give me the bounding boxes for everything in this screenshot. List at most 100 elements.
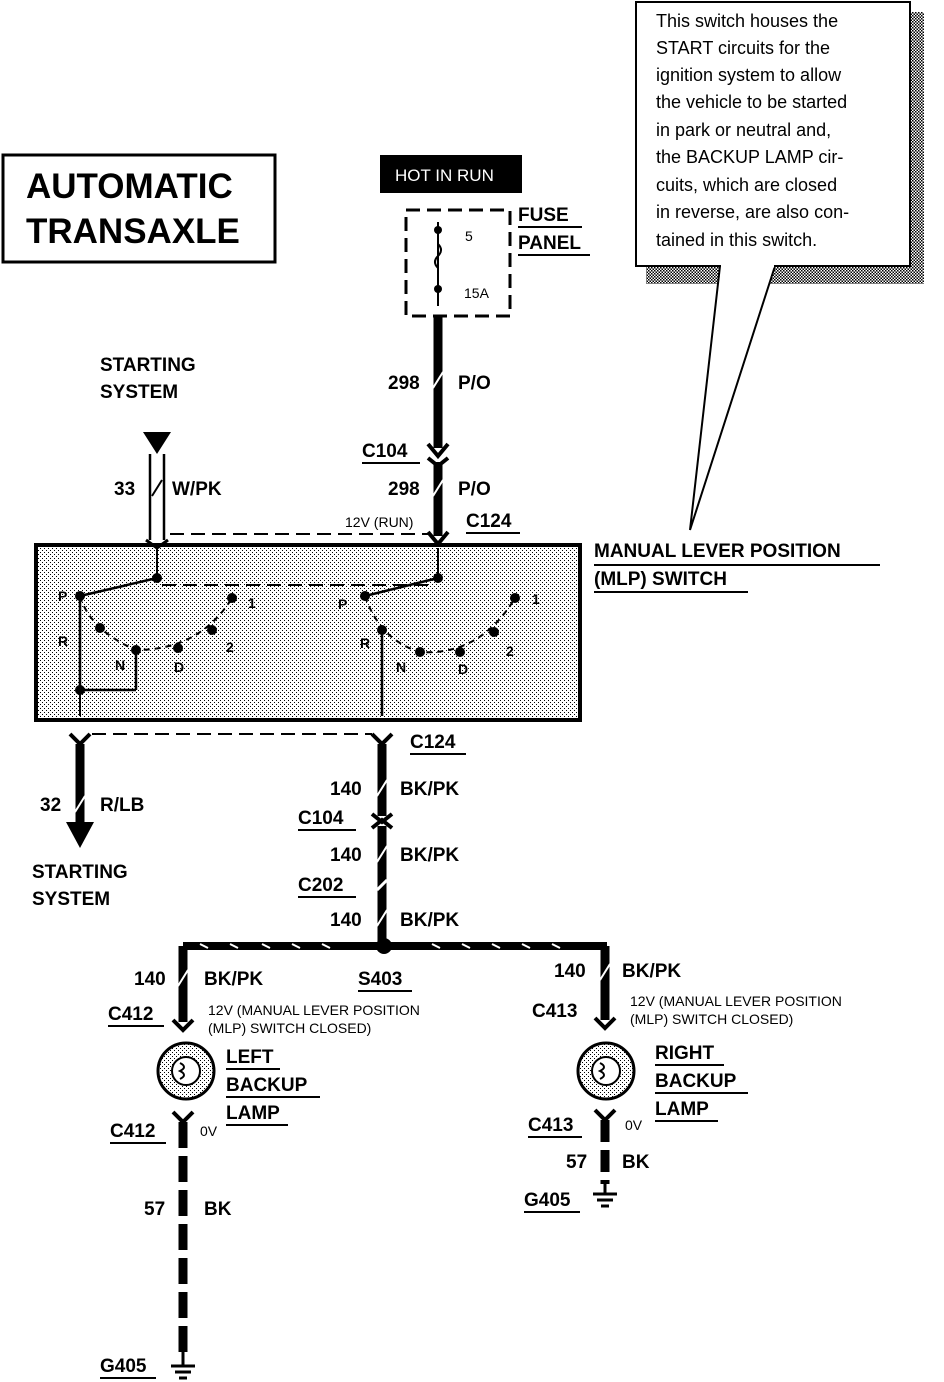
run-voltage: 12V (RUN) [345, 514, 413, 530]
right-0v: 0V [625, 1117, 643, 1133]
right-pos-2: 2 [506, 643, 514, 659]
left-pos-n: N [115, 657, 125, 673]
right-pos-r: R [360, 635, 370, 651]
left-pos-d: D [174, 659, 184, 675]
c413-bottom-connector-icon [593, 1108, 617, 1123]
callout-line-7: cuits, which are closed [656, 175, 837, 195]
left-backup-lamp-icon [156, 1041, 216, 1101]
c124-bottom-connector-icon [370, 732, 394, 747]
wire-140-num-d: 140 [134, 969, 166, 990]
title-line-2: TRANSAXLE [26, 212, 240, 251]
wire-140-num-e: 140 [554, 961, 586, 982]
wire-298-color-b: P/O [458, 479, 491, 500]
wire-33-num: 33 [114, 479, 135, 500]
fuse-panel-label-1: FUSE [518, 205, 569, 226]
starting-system-output-arrow-icon [66, 822, 94, 848]
callout-box: This switch houses the START circuits fo… [635, 1, 924, 531]
wire-32-num: 32 [40, 795, 61, 816]
right-pos-d: D [458, 661, 468, 677]
c412-top-label: C412 [108, 1004, 153, 1025]
c413-bottom-label: C413 [528, 1115, 573, 1136]
callout-line-2: START circuits for the [656, 38, 830, 58]
right-voltage-2: (MLP) SWITCH CLOSED) [630, 1011, 793, 1027]
wire-140-color-b: BK/PK [400, 845, 459, 866]
wire-140-color-c: BK/PK [400, 910, 459, 931]
wire-33-color: W/PK [172, 479, 222, 500]
right-lamp-branch: 140 BK/PK C413 12V (MANUAL LEVER POSITIO… [524, 946, 842, 1213]
left-pos-1: 1 [248, 595, 256, 611]
wire-298-color-a: P/O [458, 373, 491, 394]
right-lamp-label-3: LAMP [655, 1099, 709, 1120]
wire-57-num-b: 57 [566, 1152, 587, 1173]
fuse-icon [434, 243, 442, 269]
callout-line-3: ignition system to allow [656, 65, 842, 85]
right-pos-p: P [338, 596, 347, 612]
callout-line-4: the vehicle to be started [656, 92, 847, 112]
wire-140-num-b: 140 [330, 845, 362, 866]
callout-line-9: tained in this switch. [656, 230, 817, 250]
left-0v: 0V [200, 1123, 218, 1139]
left-pos-p: P [58, 588, 67, 604]
c124-top-label: C124 [466, 511, 512, 532]
starting-system-bottom-1: STARTING [32, 862, 128, 883]
c104-top-label: C104 [362, 441, 408, 462]
c413-top-label: C413 [532, 1001, 577, 1022]
c412-top-connector-icon [171, 1018, 195, 1033]
fuse-number: 5 [465, 228, 473, 244]
wire-298: 298 P/O C104 298 P/O 12V (RUN) C124 [345, 316, 520, 548]
right-lamp-label-1: RIGHT [655, 1043, 715, 1064]
fuse-panel-label-2: PANEL [518, 233, 581, 254]
wire-140-color-e: BK/PK [622, 961, 681, 982]
wire-32: 32 R/LB STARTING SYSTEM [32, 732, 372, 910]
left-lamp-branch: 140 BK/PK C412 12V (MANUAL LEVER POSITIO… [100, 946, 420, 1380]
right-pos-1: 1 [532, 591, 540, 607]
starting-system-bottom-2: SYSTEM [32, 889, 110, 910]
hot-in-run-label: HOT IN RUN [395, 166, 494, 185]
left-lamp-label-1: LEFT [226, 1047, 274, 1068]
right-backup-lamp-icon [576, 1041, 636, 1101]
fuse-rating: 15A [464, 285, 490, 301]
mlp-switch: MANUAL LEVER POSITION (MLP) SWITCH P R N… [34, 541, 880, 722]
left-lamp-label-3: LAMP [226, 1103, 280, 1124]
mlp-label-1: MANUAL LEVER POSITION [594, 541, 841, 562]
c413-top-connector-icon [593, 1016, 617, 1031]
wire-298-num-b: 298 [388, 479, 420, 500]
starting-system-arrow-icon [143, 432, 171, 454]
left-pos-2: 2 [226, 639, 234, 655]
starting-system-input: STARTING SYSTEM 33 W/PK [100, 355, 428, 550]
ground-left-icon [171, 1352, 195, 1380]
c202-label: C202 [298, 875, 343, 896]
wire-140-num-a: 140 [330, 779, 362, 800]
left-lamp-label-2: BACKUP [226, 1075, 308, 1096]
title-box: AUTOMATIC TRANSAXLE [1, 153, 277, 264]
c124-bottom-label: C124 [410, 732, 456, 753]
wire-140-num-c: 140 [330, 910, 362, 931]
c104-bottom-label: C104 [298, 808, 344, 829]
callout-line-1: This switch houses the [656, 11, 838, 31]
wire-140-color-a: BK/PK [400, 779, 459, 800]
wire-298-num-a: 298 [388, 373, 420, 394]
wire-32-color: R/LB [100, 795, 144, 816]
right-pos-n: N [396, 659, 406, 675]
wire-57-color-a: BK [204, 1199, 232, 1220]
callout-line-8: in reverse, are also con- [656, 202, 849, 222]
title-line-1: AUTOMATIC [26, 167, 233, 206]
starting-system-top-2: SYSTEM [100, 382, 178, 403]
wire-57-color-b: BK [622, 1152, 650, 1173]
wire-57-num-a: 57 [144, 1199, 165, 1220]
left-pos-r: R [58, 633, 68, 649]
mlp-label-2: (MLP) SWITCH [594, 569, 727, 590]
starting-system-top-1: STARTING [100, 355, 196, 376]
c104-connector-icon [426, 442, 450, 460]
callout-line-6: the BACKUP LAMP cir- [656, 147, 843, 167]
wire-140-color-d: BK/PK [204, 969, 263, 990]
wire-140-trunk: C124 140 BK/PK C104 140 BK/PK C202 140 B… [298, 732, 466, 992]
right-lamp-label-2: BACKUP [655, 1071, 737, 1092]
c412-bottom-connector-icon [171, 1110, 195, 1125]
c412-bottom-label: C412 [110, 1121, 155, 1142]
left-voltage-2: (MLP) SWITCH CLOSED) [208, 1020, 371, 1036]
branch-bus [183, 942, 607, 950]
right-voltage-1: 12V (MANUAL LEVER POSITION [630, 993, 842, 1009]
hot-in-run-block: HOT IN RUN [380, 155, 522, 193]
